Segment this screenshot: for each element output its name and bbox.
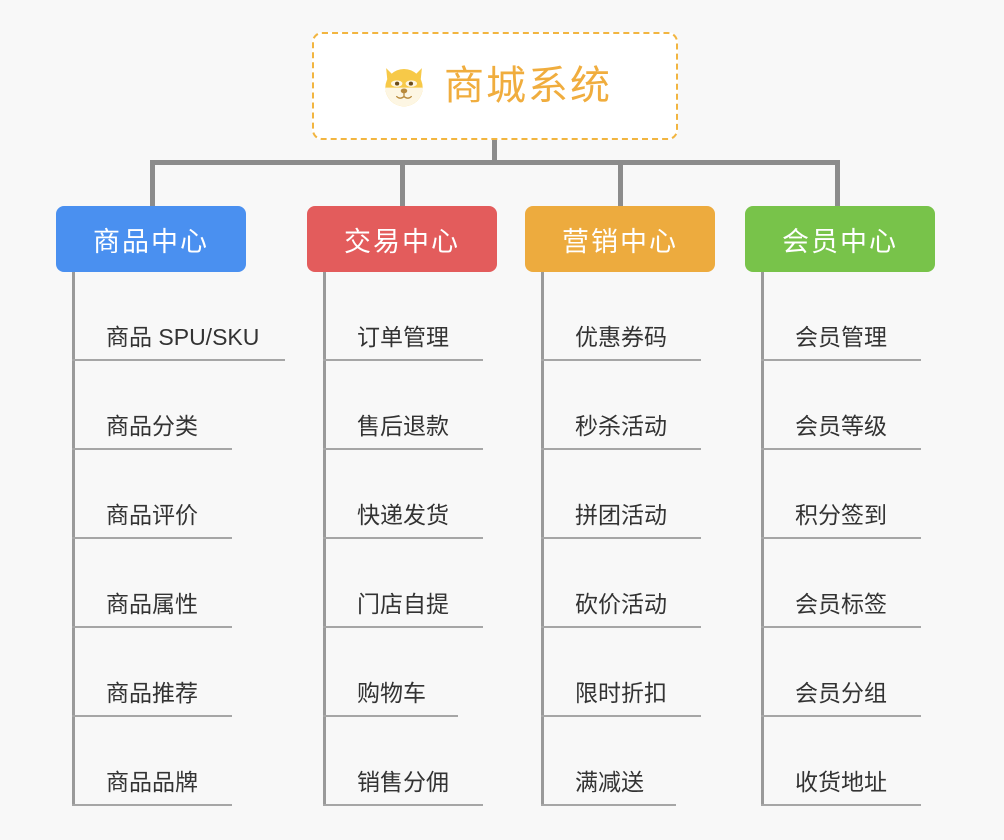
- category-column: 会员中心: [745, 206, 935, 272]
- category-column: 商品中心: [56, 206, 246, 272]
- category-label: 商品中心: [93, 226, 209, 257]
- leaf-item-underline: [541, 626, 701, 628]
- leaf-item-label: 售后退款: [357, 413, 449, 439]
- leaf-item-underline: [72, 804, 232, 806]
- column-spine: [323, 272, 326, 806]
- leaf-item-label: 商品 SPU/SKU: [106, 324, 260, 350]
- connector-drop-1: [150, 160, 155, 206]
- shiba-dog-icon: [378, 60, 430, 112]
- leaf-item-label: 快递发货: [357, 502, 449, 528]
- leaf-item-underline: [72, 448, 232, 450]
- leaf-item-label: 会员标签: [795, 591, 887, 617]
- leaf-item-underline: [323, 626, 483, 628]
- leaf-item-underline: [323, 448, 483, 450]
- leaf-item-label: 会员分组: [795, 680, 887, 706]
- leaf-item-underline: [72, 715, 232, 717]
- leaf-item-underline: [323, 715, 458, 717]
- category-label: 交易中心: [344, 226, 460, 257]
- leaf-item-underline: [541, 448, 701, 450]
- leaf-item-label: 购物车: [357, 680, 426, 706]
- leaf-item-label: 会员等级: [795, 413, 887, 439]
- category-box[interactable]: 商品中心: [56, 206, 246, 272]
- leaf-item-label: 商品推荐: [106, 680, 198, 706]
- leaf-item-underline: [541, 537, 701, 539]
- connector-horizontal-bar: [150, 160, 840, 165]
- leaf-item-underline: [323, 804, 483, 806]
- category-label: 会员中心: [782, 226, 898, 257]
- leaf-item-label: 商品属性: [106, 591, 198, 617]
- leaf-item-underline: [761, 715, 921, 717]
- leaf-item-underline: [323, 537, 483, 539]
- leaf-item-underline: [72, 359, 285, 361]
- leaf-item-label: 秒杀活动: [575, 413, 667, 439]
- column-spine: [72, 272, 75, 806]
- leaf-item-underline: [761, 804, 921, 806]
- connector-drop-3: [618, 160, 623, 206]
- connector-drop-2: [400, 160, 405, 206]
- category-box[interactable]: 营销中心: [525, 206, 715, 272]
- leaf-item-underline: [761, 359, 921, 361]
- leaf-item-underline: [761, 626, 921, 628]
- category-box[interactable]: 交易中心: [307, 206, 497, 272]
- leaf-item-underline: [761, 448, 921, 450]
- column-spine: [761, 272, 764, 806]
- leaf-item-underline: [323, 359, 483, 361]
- leaf-item-underline: [541, 804, 676, 806]
- leaf-item-label: 销售分佣: [357, 769, 449, 795]
- leaf-item-label: 优惠券码: [575, 324, 667, 350]
- leaf-item-label: 门店自提: [357, 591, 449, 617]
- leaf-item-label: 订单管理: [357, 324, 449, 350]
- category-box[interactable]: 会员中心: [745, 206, 935, 272]
- leaf-item-label: 商品品牌: [106, 769, 198, 795]
- leaf-item-label: 会员管理: [795, 324, 887, 350]
- leaf-item-label: 商品评价: [106, 502, 198, 528]
- leaf-item-label: 满减送: [575, 769, 644, 795]
- connector-drop-4: [835, 160, 840, 206]
- leaf-item-label: 商品分类: [106, 413, 198, 439]
- category-column: 营销中心: [525, 206, 715, 272]
- leaf-item-underline: [72, 537, 232, 539]
- leaf-item-underline: [541, 715, 701, 717]
- leaf-item-underline: [72, 626, 232, 628]
- category-label: 营销中心: [562, 226, 678, 257]
- root-node-商城系统[interactable]: 商城系统: [312, 32, 678, 140]
- leaf-item-underline: [761, 537, 921, 539]
- connector-stem: [492, 140, 497, 164]
- leaf-item-label: 收货地址: [795, 769, 887, 795]
- leaf-item-label: 砍价活动: [575, 591, 667, 617]
- root-node-label: 商城系统: [444, 64, 612, 108]
- leaf-item-underline: [541, 359, 701, 361]
- category-column: 交易中心: [307, 206, 497, 272]
- column-spine: [541, 272, 544, 806]
- leaf-item-label: 拼团活动: [575, 502, 667, 528]
- leaf-item-label: 积分签到: [795, 502, 887, 528]
- leaf-item-label: 限时折扣: [575, 680, 667, 706]
